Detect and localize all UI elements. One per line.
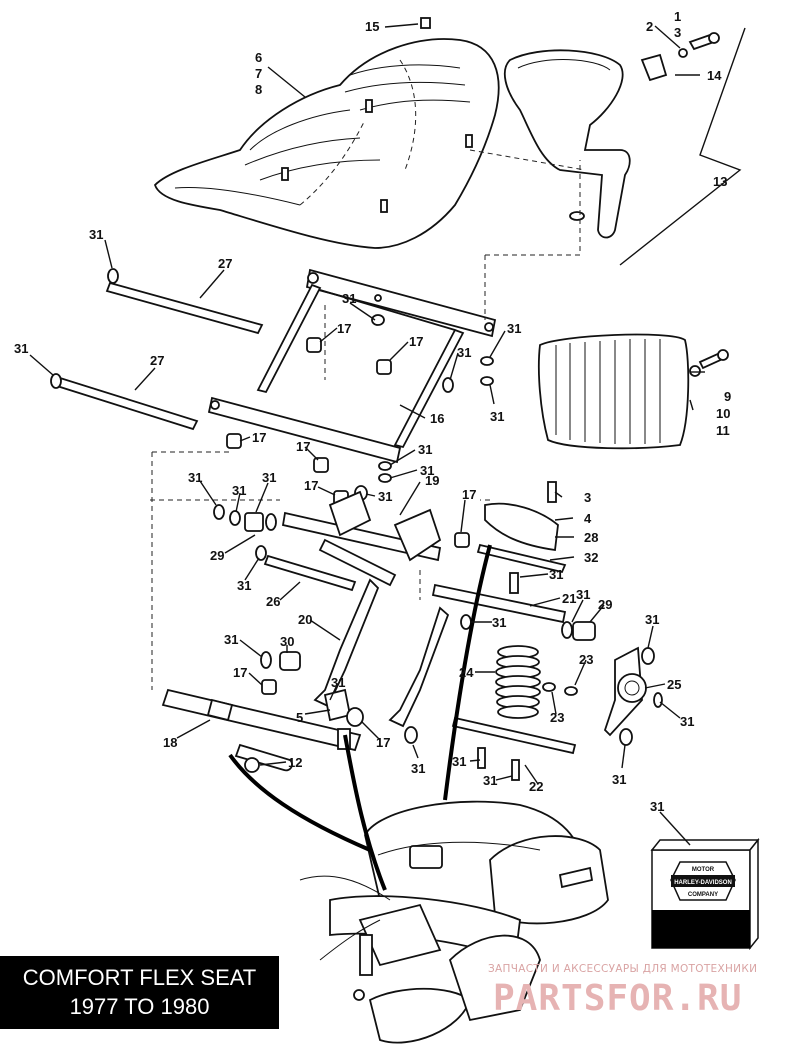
callout-17-c: 17 xyxy=(252,430,266,445)
callout-labels: 15 6 7 8 1 2 3 14 13 31 27 31 27 31 17 1… xyxy=(14,9,731,814)
callout-31-d: 31 xyxy=(457,345,471,360)
callout-31-x: 31 xyxy=(612,772,626,787)
callout-17-a: 17 xyxy=(337,321,351,336)
callout-23-b: 23 xyxy=(550,710,564,725)
callout-14: 14 xyxy=(707,68,722,83)
callout-3-top: 3 xyxy=(674,25,681,40)
callout-27-a: 27 xyxy=(218,256,232,271)
callout-1: 1 xyxy=(674,9,681,24)
callout-4: 4 xyxy=(584,511,592,526)
callout-31-e: 31 xyxy=(507,321,521,336)
callout-27-b: 27 xyxy=(150,353,164,368)
badge-motor-text: MOTOR xyxy=(692,867,715,873)
callout-31-u: 31 xyxy=(411,761,425,776)
callout-31-r: 31 xyxy=(645,612,659,627)
callout-12: 12 xyxy=(288,755,302,770)
callout-10: 10 xyxy=(716,406,730,421)
callout-29-a: 29 xyxy=(210,548,224,563)
badge-company-text: COMPANY xyxy=(688,892,718,898)
callout-24: 24 xyxy=(459,665,474,680)
callout-29-b: 29 xyxy=(598,597,612,612)
callout-31-c: 31 xyxy=(342,291,356,306)
callout-15: 15 xyxy=(365,19,379,34)
callout-25: 25 xyxy=(667,677,681,692)
callout-9: 9 xyxy=(724,389,731,404)
seat-illustration xyxy=(153,38,500,249)
callout-31-w: 31 xyxy=(483,773,497,788)
backrest-pad-illustration xyxy=(537,333,729,450)
callout-31-k: 31 xyxy=(232,483,246,498)
callout-5: 5 xyxy=(296,710,303,725)
callout-20: 20 xyxy=(298,612,312,627)
callout-8: 8 xyxy=(255,82,262,97)
harley-davidson-badge: MOTOR HARLEY-DAVIDSON COMPANY xyxy=(650,837,760,951)
callout-31-p: 31 xyxy=(492,615,506,630)
callout-31-s: 31 xyxy=(331,675,345,690)
callout-22: 22 xyxy=(529,779,543,794)
callout-31-n: 31 xyxy=(549,567,563,582)
callout-17-d: 17 xyxy=(296,439,310,454)
spring-illustration xyxy=(451,645,578,781)
watermark-subtitle: ЗАПЧАСТИ И АКСЕССУАРЫ ДЛЯ МОТОТЕХНИКИ xyxy=(488,963,758,975)
callout-31-f: 31 xyxy=(490,409,504,424)
callout-31-i: 31 xyxy=(378,489,392,504)
callout-31-t: 31 xyxy=(680,714,694,729)
callout-18: 18 xyxy=(163,735,177,750)
callout-31-h: 31 xyxy=(420,463,434,478)
callout-2: 2 xyxy=(646,19,653,34)
callout-30: 30 xyxy=(280,634,294,649)
callout-3-mid: 3 xyxy=(584,490,591,505)
callout-31-m: 31 xyxy=(237,578,251,593)
callout-31-o: 31 xyxy=(576,587,590,602)
callout-31-j: 31 xyxy=(188,470,202,485)
callout-17-h: 17 xyxy=(376,735,390,750)
callout-13: 13 xyxy=(713,174,727,189)
title-line-2: 1977 TO 1980 xyxy=(69,994,210,1019)
callout-31-q: 31 xyxy=(224,632,238,647)
callout-31-b: 31 xyxy=(14,341,28,356)
callout-31-y: 31 xyxy=(650,799,664,814)
top-bolt-hardware xyxy=(420,17,720,82)
seat-frame-illustration xyxy=(55,268,497,464)
pivot-shaft-illustration xyxy=(161,688,418,773)
callout-23-a: 23 xyxy=(579,652,593,667)
callout-21: 21 xyxy=(562,591,576,606)
callout-16: 16 xyxy=(430,411,444,426)
callout-31-a: 31 xyxy=(89,227,103,242)
callout-17-g: 17 xyxy=(233,665,247,680)
callout-31-g: 31 xyxy=(418,442,432,457)
title-box: COMFORT FLEX SEAT 1977 TO 1980 xyxy=(0,956,279,1029)
callout-28: 28 xyxy=(584,530,598,545)
callout-7: 7 xyxy=(255,66,262,81)
callout-17-e: 17 xyxy=(304,478,318,493)
motorcycle-fender-illustration xyxy=(299,800,609,1044)
callout-31-v: 31 xyxy=(452,754,466,769)
badge-brand-text: HARLEY-DAVIDSON xyxy=(674,880,732,886)
callout-17-f: 17 xyxy=(462,487,476,502)
callout-6: 6 xyxy=(255,50,262,65)
callout-11: 11 xyxy=(716,423,730,438)
callout-17-b: 17 xyxy=(409,334,423,349)
leader-lines xyxy=(29,23,705,846)
callout-31-l: 31 xyxy=(262,470,276,485)
callout-32: 32 xyxy=(584,550,598,565)
adjuster-knob-illustration xyxy=(603,646,663,746)
callout-19: 19 xyxy=(425,473,439,488)
watermark-logo: PARTSFOR.RU xyxy=(493,978,743,1019)
title-line-1: COMFORT FLEX SEAT xyxy=(22,965,257,990)
suspension-linkage-illustration xyxy=(260,481,596,728)
callout-26: 26 xyxy=(266,594,280,609)
